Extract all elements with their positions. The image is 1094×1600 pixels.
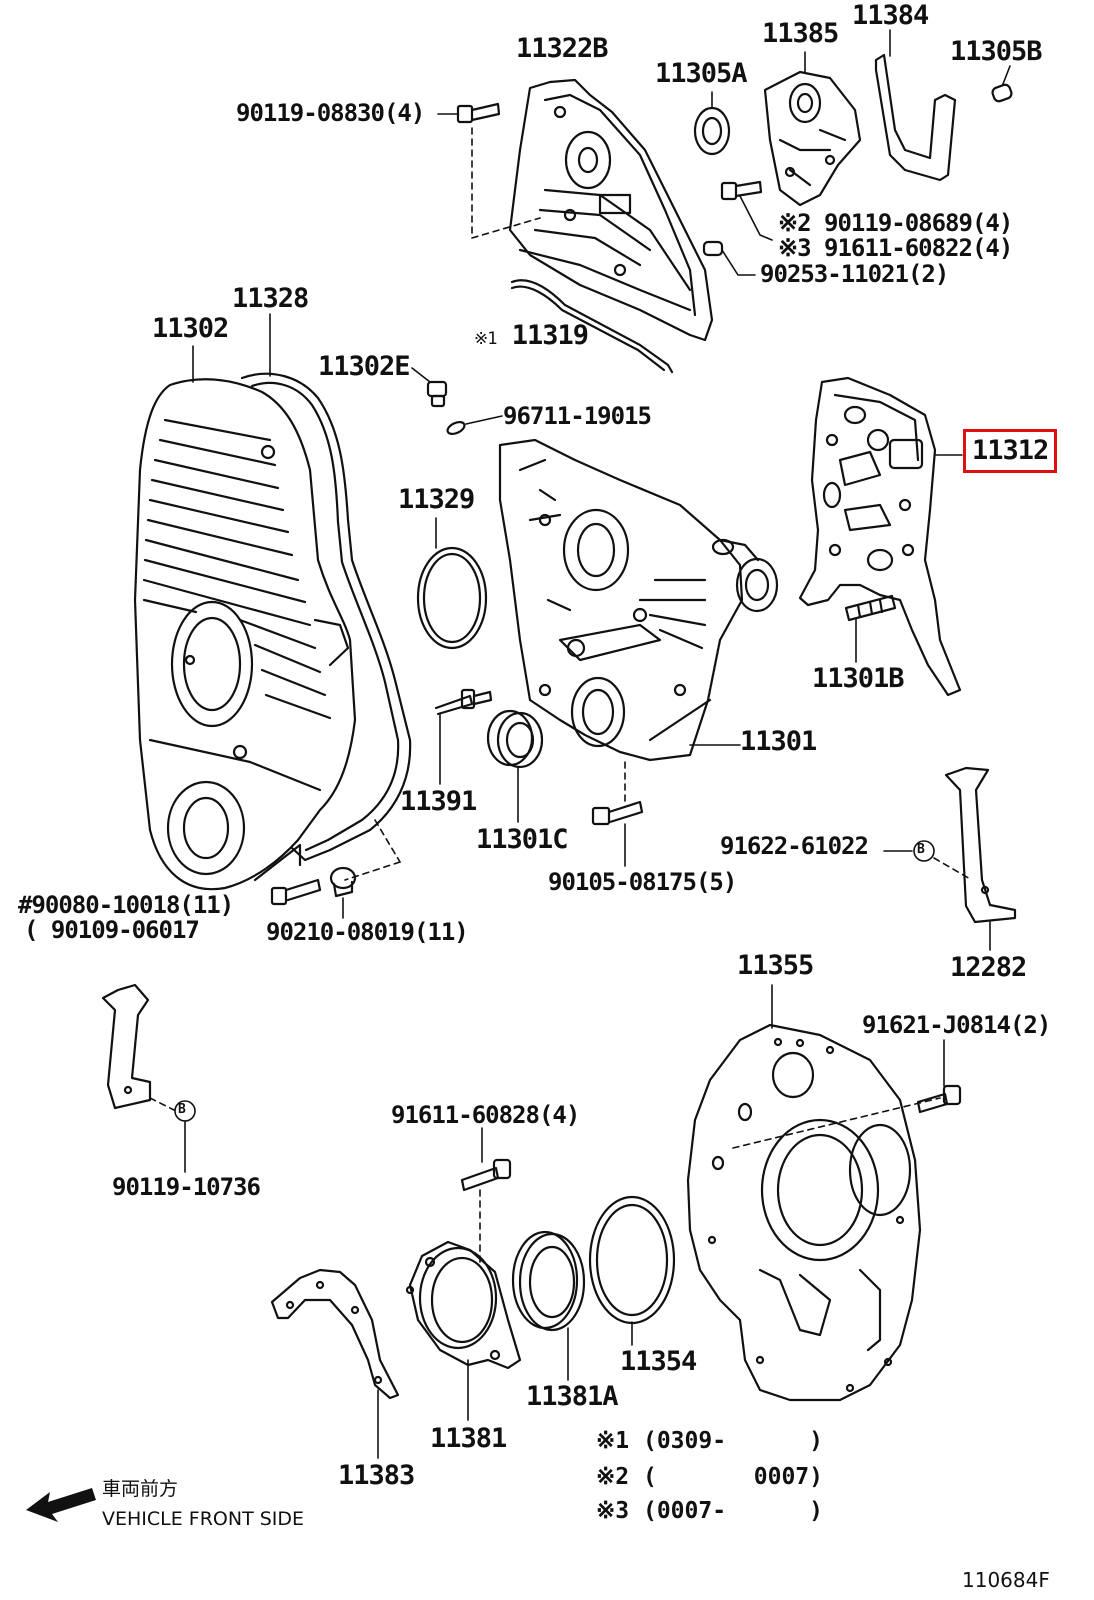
part-11329-ring bbox=[418, 548, 486, 648]
label-11305B[interactable]: 11305B bbox=[950, 36, 1043, 67]
b-circle-mark-1: B bbox=[917, 842, 925, 857]
part-11381A-seal bbox=[513, 1232, 584, 1330]
bolt-90119-08689 bbox=[722, 182, 761, 199]
part-11322B-upper-cover bbox=[510, 80, 712, 340]
label-91621-J0814[interactable]: 91621-J0814(2) bbox=[862, 1011, 1051, 1039]
note-2-range: ※2 ( 0007) bbox=[596, 1464, 823, 1490]
highlight-11312[interactable]: 11312 bbox=[962, 429, 1058, 473]
washer-90210-08019 bbox=[331, 868, 355, 896]
label-90119-08830[interactable]: 90119-08830(4) bbox=[236, 99, 425, 127]
part-11381-retainer bbox=[407, 1242, 520, 1368]
label-11328[interactable]: 11328 bbox=[232, 283, 309, 314]
part-11384-bracket bbox=[876, 55, 955, 180]
label-11383[interactable]: 11383 bbox=[338, 1460, 415, 1491]
label-11381[interactable]: 11381 bbox=[430, 1423, 507, 1454]
label-11329[interactable]: 11329 bbox=[398, 484, 475, 515]
label-11302E[interactable]: 11302E bbox=[318, 351, 411, 382]
note-1-range: ※1 (0309- ) bbox=[596, 1428, 823, 1454]
label-11302[interactable]: 11302 bbox=[152, 313, 229, 344]
label-11301[interactable]: 11301 bbox=[740, 726, 817, 757]
vehicle-front-en: VEHICLE FRONT SIDE bbox=[102, 1508, 305, 1530]
note3-marker: ※3 91611-60822(4) bbox=[778, 234, 1013, 262]
bolt-90080-10018 bbox=[272, 880, 320, 904]
part-left-bracket bbox=[103, 985, 150, 1108]
label-96711-19015[interactable]: 96711-19015 bbox=[503, 402, 652, 430]
label-11355[interactable]: 11355 bbox=[737, 950, 814, 981]
alt-90109-row: ( 90109-06017 bbox=[24, 916, 200, 944]
part-11319-strip bbox=[512, 280, 672, 372]
label-90109-06017[interactable]: 90109-06017 bbox=[50, 916, 200, 944]
label-90210-08019[interactable]: 90210-08019(11) bbox=[266, 918, 469, 946]
label-90080-10018[interactable]: 90080-10018(11) bbox=[31, 891, 234, 919]
label-11385[interactable]: 11385 bbox=[762, 18, 839, 49]
part-11328-gasket bbox=[242, 374, 410, 860]
stud-11301B bbox=[846, 596, 895, 620]
part-11355-end-plate bbox=[688, 1025, 920, 1400]
label-90119-08689[interactable]: 90119-08689(4) bbox=[824, 209, 1013, 237]
label-11312[interactable]: 11312 bbox=[962, 429, 1058, 473]
pin-90253-11021 bbox=[704, 242, 722, 255]
part-96711-19015-ring bbox=[446, 420, 467, 437]
part-11301-timing-case bbox=[500, 440, 777, 760]
note-3-range: ※3 (0007- ) bbox=[596, 1498, 823, 1524]
bolt-90119-08830 bbox=[458, 104, 499, 122]
label-11354[interactable]: 11354 bbox=[620, 1346, 697, 1377]
bolt-90105-08175 bbox=[593, 802, 642, 824]
part-11305B-plug bbox=[991, 83, 1013, 102]
bolt-91621-J0814 bbox=[918, 1086, 960, 1112]
label-90253-11021[interactable]: 90253-11021(2) bbox=[760, 260, 949, 288]
part-11302-cover bbox=[135, 379, 355, 889]
label-11384[interactable]: 11384 bbox=[852, 0, 929, 31]
part-11383-gasket bbox=[272, 1270, 398, 1398]
note2-marker: ※2 90119-08689(4) bbox=[778, 209, 1013, 237]
label-11301C[interactable]: 11301C bbox=[476, 824, 569, 855]
bolt-91611-60828 bbox=[462, 1160, 510, 1190]
part-11312-gasket bbox=[800, 378, 960, 695]
label-90119-10736[interactable]: 90119-10736 bbox=[112, 1173, 261, 1201]
part-11301C-seal bbox=[488, 711, 542, 767]
label-11381A[interactable]: 11381A bbox=[526, 1381, 619, 1412]
part-11354-ring bbox=[590, 1197, 674, 1323]
label-11319[interactable]: 11319 bbox=[511, 320, 589, 351]
vehicle-front-jp: 車両前方 bbox=[102, 1478, 179, 1500]
vehicle-front-arrow-icon bbox=[26, 1488, 96, 1522]
part-11391-pin bbox=[436, 690, 491, 714]
diagram-code: 110684F bbox=[962, 1568, 1050, 1592]
note1-11319: ※1 11319 bbox=[474, 320, 589, 351]
label-91611-60822[interactable]: 91611-60822(4) bbox=[824, 234, 1013, 262]
b-circle-mark-2: B bbox=[178, 1102, 186, 1117]
label-11391[interactable]: 11391 bbox=[400, 786, 477, 817]
label-11301B[interactable]: 11301B bbox=[812, 663, 905, 694]
part-11305A-seal bbox=[695, 108, 729, 154]
part-11302E-plug bbox=[428, 382, 446, 406]
hash-90080-row: #90080-10018(11) bbox=[18, 891, 234, 919]
label-91611-60828[interactable]: 91611-60828(4) bbox=[391, 1101, 580, 1129]
label-11322B[interactable]: 11322B bbox=[516, 33, 609, 64]
label-11305A[interactable]: 11305A bbox=[655, 58, 748, 89]
label-90105-08175[interactable]: 90105-08175(5) bbox=[548, 868, 737, 896]
label-12282[interactable]: 12282 bbox=[950, 952, 1027, 983]
part-11385-housing bbox=[765, 72, 860, 205]
part-12282-bracket bbox=[946, 768, 1015, 922]
label-91622-61022[interactable]: 91622-61022 bbox=[720, 832, 869, 860]
